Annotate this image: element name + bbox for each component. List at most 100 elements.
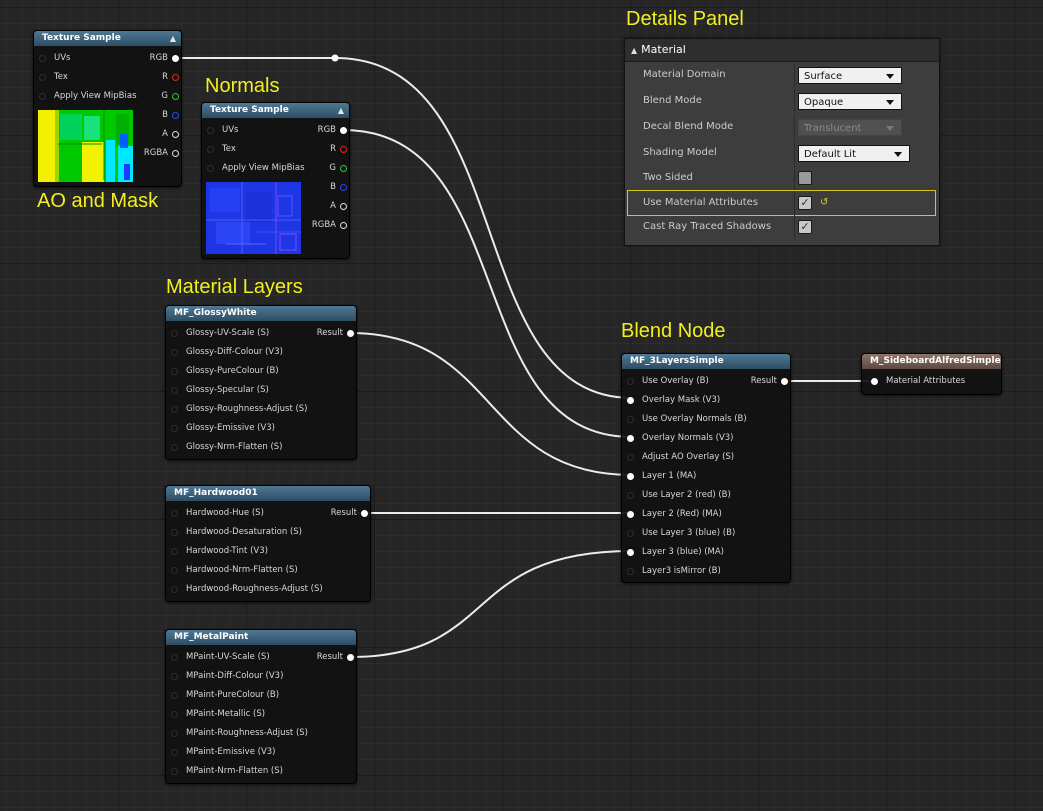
two-sided-checkbox[interactable] — [798, 171, 812, 185]
pin-dot-icon[interactable] — [39, 74, 46, 81]
hardwood-input-pin[interactable]: Hardwood-Hue (S) — [166, 504, 264, 523]
pin-dot-icon[interactable] — [171, 711, 178, 718]
glossy-input-pin[interactable]: Glossy-UV-Scale (S) — [166, 324, 269, 343]
pin-dot-icon[interactable] — [171, 444, 178, 451]
glossy-input-pin[interactable]: Glossy-Emissive (V3) — [166, 419, 275, 438]
metal-input-pin[interactable]: MPaint-Roughness-Adjust (S) — [166, 724, 308, 743]
metal-input-pin[interactable]: MPaint-Diff-Colour (V3) — [166, 667, 283, 686]
texture-sample-ao-node[interactable]: Texture Sample ▲ UVs Tex Apply View MipB… — [33, 30, 182, 187]
column-divider[interactable] — [794, 89, 795, 113]
pin-dot-icon[interactable] — [627, 435, 634, 442]
hardwood-input-pin[interactable]: Hardwood-Nrm-Flatten (S) — [166, 561, 298, 580]
hardwood-input-pin[interactable]: Hardwood-Tint (V3) — [166, 542, 268, 561]
pin-dot-icon[interactable] — [171, 692, 178, 699]
node-title[interactable]: Texture Sample ▲ — [34, 31, 181, 46]
column-divider[interactable] — [794, 215, 795, 239]
blend-input-pin[interactable]: Use Layer 3 (blue) (B) — [622, 524, 735, 543]
pin-dot-icon[interactable] — [207, 127, 214, 134]
result-output-pin[interactable]: Result — [751, 372, 790, 391]
g-output-pin[interactable]: G — [161, 87, 181, 106]
reset-to-default-icon[interactable]: ↺ — [820, 197, 829, 208]
blend-input-pin[interactable]: Use Overlay Normals (B) — [622, 410, 747, 429]
mf-metalpaint-node[interactable]: MF_MetalPaint MPaint-UV-Scale (S) MPaint… — [165, 629, 357, 784]
pin-dot-icon[interactable] — [171, 368, 178, 375]
blend-input-pin[interactable]: Layer 3 (blue) (MA) — [622, 543, 724, 562]
result-output-pin[interactable]: Result — [331, 504, 370, 523]
blend-input-pin[interactable]: Use Overlay (B) — [622, 372, 709, 391]
cast-ray-traced-shadows-checkbox[interactable]: ✓ — [798, 220, 812, 234]
pin-dot-icon[interactable] — [781, 378, 788, 385]
node-title[interactable]: MF_Hardwood01 — [166, 486, 370, 501]
blend-input-pin[interactable]: Layer 1 (MA) — [622, 467, 696, 486]
blend-input-pin[interactable]: Layer3 isMirror (B) — [622, 562, 721, 581]
pin-dot-icon[interactable] — [171, 586, 178, 593]
metal-input-pin[interactable]: MPaint-UV-Scale (S) — [166, 648, 270, 667]
pin-dot-icon[interactable] — [347, 654, 354, 661]
result-output-pin[interactable]: Result — [317, 324, 356, 343]
r-output-pin[interactable]: R — [162, 68, 181, 87]
metal-input-pin[interactable]: MPaint-PureColour (B) — [166, 686, 279, 705]
pin-dot-icon[interactable] — [172, 93, 179, 100]
pin-dot-icon[interactable] — [207, 165, 214, 172]
material-section-header[interactable]: ▲Material — [625, 39, 939, 62]
metal-input-pin[interactable]: MPaint-Emissive (V3) — [166, 743, 275, 762]
a-output-pin[interactable]: A — [162, 125, 181, 144]
column-divider[interactable] — [794, 166, 795, 190]
mipbias-input-pin[interactable]: Apply View MipBias — [202, 159, 305, 178]
rgb-output-pin[interactable]: RGB — [150, 49, 181, 68]
pin-dot-icon[interactable] — [171, 768, 178, 775]
pin-dot-icon[interactable] — [171, 349, 178, 356]
glossy-input-pin[interactable]: Glossy-Nrm-Flatten (S) — [166, 438, 282, 457]
mipbias-input-pin[interactable]: Apply View MipBias — [34, 87, 137, 106]
glossy-input-pin[interactable]: Glossy-Roughness-Adjust (S) — [166, 400, 308, 419]
pin-dot-icon[interactable] — [627, 454, 634, 461]
result-output-pin[interactable]: Result — [317, 648, 356, 667]
pin-dot-icon[interactable] — [627, 492, 634, 499]
pin-dot-icon[interactable] — [171, 548, 178, 555]
pin-dot-icon[interactable] — [172, 112, 179, 119]
glossy-input-pin[interactable]: Glossy-PureColour (B) — [166, 362, 279, 381]
column-divider[interactable] — [794, 115, 795, 139]
pin-dot-icon[interactable] — [172, 150, 179, 157]
pin-dot-icon[interactable] — [871, 378, 878, 385]
metal-input-pin[interactable]: MPaint-Metallic (S) — [166, 705, 265, 724]
uvs-input-pin[interactable]: UVs — [202, 121, 238, 140]
node-title[interactable]: Texture Sample ▲ — [202, 103, 349, 118]
pin-dot-icon[interactable] — [340, 146, 347, 153]
blend-input-pin[interactable]: Adjust AO Overlay (S) — [622, 448, 734, 467]
b-output-pin[interactable]: B — [162, 106, 181, 125]
rgb-output-pin[interactable]: RGB — [318, 121, 349, 140]
r-output-pin[interactable]: R — [330, 140, 349, 159]
pin-dot-icon[interactable] — [627, 530, 634, 537]
pin-dot-icon[interactable] — [627, 416, 634, 423]
pin-dot-icon[interactable] — [171, 330, 178, 337]
pin-dot-icon[interactable] — [627, 397, 634, 404]
mf-3layerssimple-node[interactable]: MF_3LayersSimple Use Overlay (B) Overlay… — [621, 353, 791, 583]
pin-dot-icon[interactable] — [627, 511, 634, 518]
node-title[interactable]: MF_MetalPaint — [166, 630, 356, 645]
pin-dot-icon[interactable] — [627, 549, 634, 556]
pin-dot-icon[interactable] — [171, 425, 178, 432]
pin-dot-icon[interactable] — [347, 330, 354, 337]
pin-dot-icon[interactable] — [172, 55, 179, 62]
blend-input-pin[interactable]: Overlay Mask (V3) — [622, 391, 720, 410]
node-title[interactable]: M_SideboardAlfredSimple — [862, 354, 1001, 369]
pin-dot-icon[interactable] — [171, 673, 178, 680]
pin-dot-icon[interactable] — [207, 146, 214, 153]
pin-dot-icon[interactable] — [171, 406, 178, 413]
blend-input-pin[interactable]: Overlay Normals (V3) — [622, 429, 734, 448]
mf-glossywhite-node[interactable]: MF_GlossyWhite Glossy-UV-Scale (S) Gloss… — [165, 305, 357, 460]
material-attributes-input-pin[interactable]: Material Attributes — [866, 372, 965, 391]
pin-dot-icon[interactable] — [340, 184, 347, 191]
pin-dot-icon[interactable] — [340, 203, 347, 210]
collapse-arrow-icon[interactable]: ▲ — [631, 46, 638, 55]
pin-dot-icon[interactable] — [340, 165, 347, 172]
blend-input-pin[interactable]: Use Layer 2 (red) (B) — [622, 486, 731, 505]
node-title[interactable]: MF_GlossyWhite — [166, 306, 356, 321]
column-divider[interactable] — [794, 141, 795, 165]
pin-dot-icon[interactable] — [39, 55, 46, 62]
material-domain-dropdown[interactable]: Surface — [798, 67, 902, 84]
uvs-input-pin[interactable]: UVs — [34, 49, 70, 68]
pin-dot-icon[interactable] — [171, 654, 178, 661]
g-output-pin[interactable]: G — [329, 159, 349, 178]
